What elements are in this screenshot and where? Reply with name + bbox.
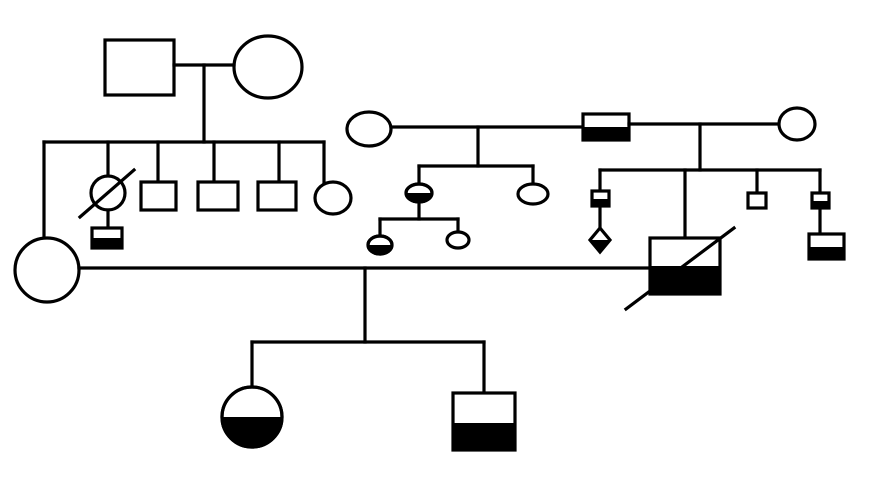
- half-sibship: [366, 125, 550, 256]
- half-aunt-fill: [406, 193, 432, 202]
- paternal-grandparents: [345, 106, 817, 148]
- daughter: [220, 385, 284, 449]
- maternal-grandparents: [103, 34, 304, 144]
- grandfather-square: [103, 38, 176, 97]
- mother-circle: [13, 236, 81, 304]
- maternal-sibship: [42, 140, 353, 250]
- cousin-female-fill: [368, 245, 392, 254]
- brother-2-square: [196, 180, 240, 212]
- paternal-second-wife-circle: [777, 106, 817, 142]
- cousin-far-right-fill: [809, 247, 844, 259]
- father: [623, 225, 737, 312]
- paternal-grandfather-fill: [583, 127, 629, 140]
- brother-3-square: [256, 180, 298, 212]
- sister-2-circle: [313, 180, 353, 216]
- paternal-first-wife-circle: [345, 110, 393, 148]
- nephew-affected-fill: [92, 238, 122, 248]
- half-aunt-2-circle: [516, 182, 550, 206]
- son-fill: [453, 423, 515, 450]
- uncle-small-square: [746, 191, 768, 210]
- brother-1-square: [139, 180, 178, 212]
- deceased-slash: [77, 167, 137, 220]
- unknown-sex-fill: [590, 240, 610, 252]
- grandmother-circle: [232, 34, 304, 100]
- half-uncle-small-fill: [592, 199, 609, 206]
- son: [451, 391, 517, 452]
- father-fill: [650, 266, 720, 294]
- father-deceased-slash: [623, 225, 737, 312]
- cousin-female-2-circle: [445, 230, 471, 250]
- daughter-fill: [222, 417, 282, 447]
- uncle-far-right-fill: [812, 201, 829, 208]
- paternal-sibship: [587, 122, 846, 261]
